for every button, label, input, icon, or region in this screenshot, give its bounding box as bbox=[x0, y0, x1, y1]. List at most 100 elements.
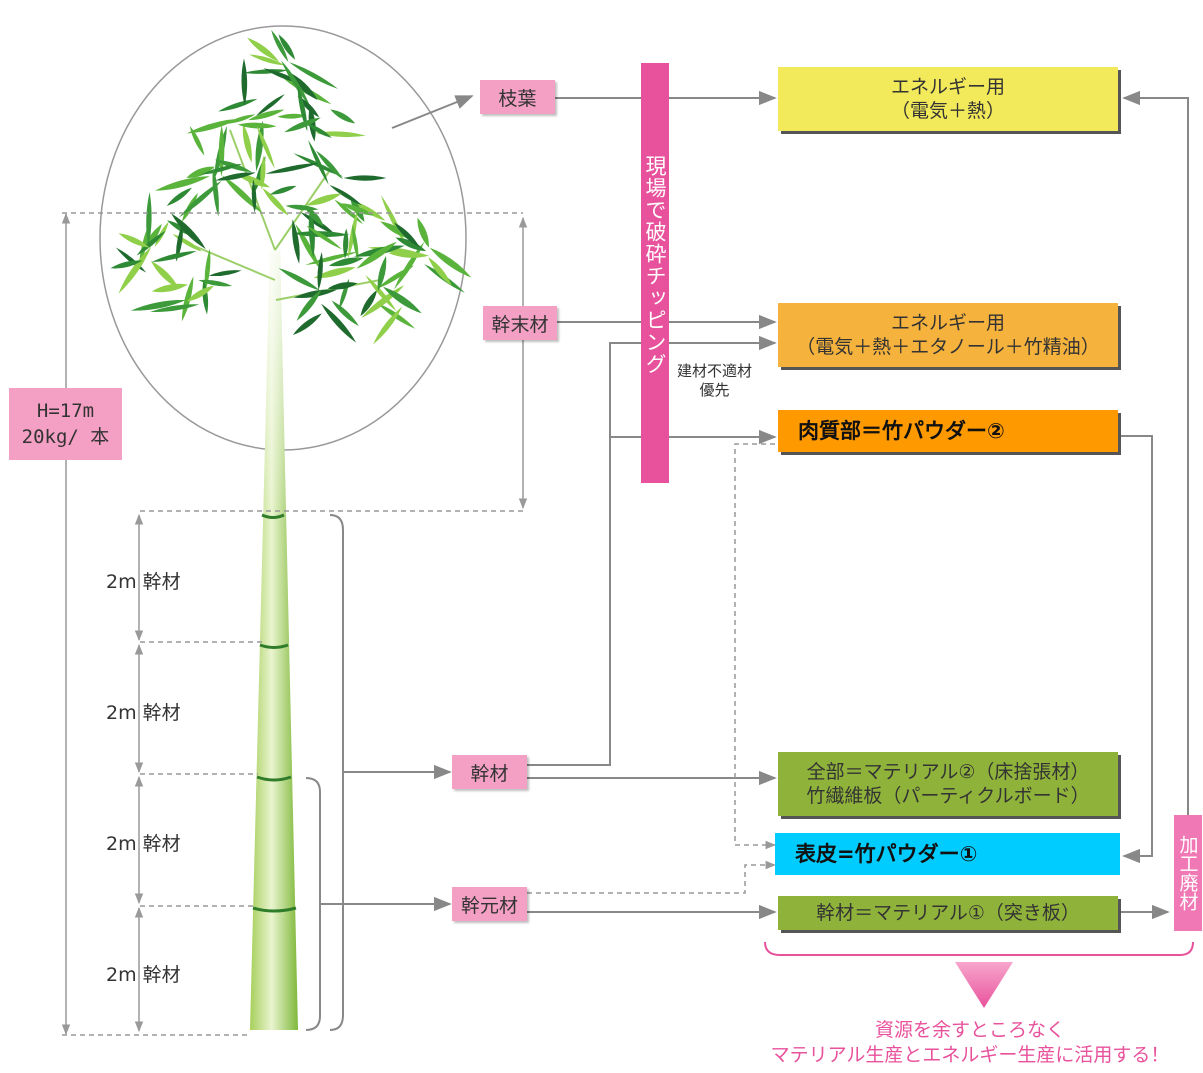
leaf bbox=[281, 60, 311, 107]
leaf bbox=[150, 304, 200, 313]
height-text: H=17m bbox=[36, 400, 95, 422]
leaf bbox=[186, 285, 214, 302]
leaves-label: 枝葉 bbox=[480, 80, 555, 114]
leaf bbox=[118, 246, 152, 294]
leaf bbox=[256, 94, 285, 116]
summary-line-2: マテリアル生産とエネルギー生産に活用する！ bbox=[770, 1044, 1170, 1066]
leaf bbox=[296, 289, 322, 321]
leaf bbox=[278, 34, 296, 60]
leaf bbox=[428, 257, 452, 286]
base-bracket bbox=[305, 777, 321, 1031]
energy-box-1-line-2: （電気＋熱） bbox=[890, 100, 1005, 122]
material-box-2: 全部＝マテリアル②（床捨張材） 竹繊維板（パーティクルボード） bbox=[778, 752, 1118, 816]
leaf bbox=[277, 113, 307, 119]
leaf bbox=[292, 313, 322, 335]
leaf bbox=[343, 175, 387, 181]
leaf bbox=[237, 122, 277, 129]
leaf bbox=[235, 173, 271, 188]
leaf bbox=[166, 187, 192, 206]
leaf bbox=[330, 109, 356, 124]
leaf bbox=[242, 123, 252, 163]
leaf bbox=[321, 303, 357, 343]
leaf bbox=[249, 54, 286, 66]
leaf bbox=[297, 85, 308, 132]
leaf bbox=[150, 260, 180, 289]
leaf bbox=[285, 204, 319, 211]
trunk-label: 幹材 bbox=[452, 755, 527, 789]
summary-text: 資源を余すところなく マテリアル生産とエネルギー生産に活用する！ bbox=[735, 1018, 1203, 1068]
leaf bbox=[365, 275, 397, 312]
leaf bbox=[376, 265, 415, 289]
leaf bbox=[278, 268, 321, 291]
segment-label-1: 2m 幹材 bbox=[106, 571, 181, 593]
leaf bbox=[327, 282, 358, 290]
leaf bbox=[293, 289, 337, 298]
leaf bbox=[306, 193, 342, 206]
segment-label-3: 2m 幹材 bbox=[106, 833, 181, 855]
bamboo-nodes bbox=[252, 513, 297, 913]
leaf bbox=[218, 98, 258, 112]
leaf bbox=[200, 163, 243, 175]
material-box-2-line-1: 全部＝マテリアル②（床捨張材） bbox=[806, 761, 1090, 783]
leaf bbox=[328, 257, 364, 267]
leaf bbox=[340, 203, 375, 216]
leaf bbox=[329, 184, 363, 206]
powder-box-1: 表皮=竹パウダー① bbox=[775, 833, 1120, 875]
leaf bbox=[331, 300, 359, 326]
leaf bbox=[179, 180, 222, 218]
leaf bbox=[212, 166, 219, 217]
leaf bbox=[316, 150, 343, 180]
note-line-1: 建材不適材 bbox=[677, 362, 753, 380]
leaf bbox=[292, 219, 300, 264]
leaf bbox=[260, 155, 266, 190]
leaf bbox=[304, 205, 324, 227]
unsuitable-material-note: 建材不適材 優先 bbox=[677, 362, 752, 400]
energy-box-1: エネルギー用 （電気＋熱） bbox=[778, 67, 1118, 131]
leaf bbox=[269, 185, 297, 195]
leaf bbox=[189, 126, 205, 156]
leaf bbox=[305, 123, 332, 138]
leaf bbox=[146, 191, 152, 248]
base-trunk-label: 幹元材 bbox=[452, 887, 527, 921]
segment-label-4: 2m 幹材 bbox=[106, 964, 181, 986]
leaf bbox=[226, 114, 256, 124]
leaf bbox=[186, 166, 215, 178]
leaf bbox=[262, 188, 289, 216]
energy-box-2-line-1: エネルギー用 bbox=[890, 312, 1005, 334]
energy-box-2: エネルギー用 （電気＋熱＋エタノール＋竹精油） bbox=[778, 303, 1118, 367]
trunk-bracket bbox=[329, 514, 344, 1031]
leaf bbox=[118, 233, 150, 248]
leaf bbox=[241, 58, 248, 106]
leaf bbox=[255, 120, 264, 172]
leaf bbox=[208, 270, 242, 277]
leaf bbox=[222, 175, 263, 214]
leaf bbox=[395, 237, 427, 252]
leaf bbox=[136, 230, 166, 256]
leaf bbox=[202, 279, 209, 315]
energy-box-2-line-2: （電気＋熱＋エタノール＋竹精油） bbox=[796, 336, 1100, 358]
leaf bbox=[382, 286, 422, 314]
leaf bbox=[394, 222, 420, 248]
leaf bbox=[352, 224, 359, 262]
energy-box-1-line-1: エネルギー用 bbox=[890, 76, 1005, 98]
leaf bbox=[315, 131, 366, 138]
material-box-2-line-2: 竹繊維板（パーティクルボード） bbox=[806, 785, 1090, 807]
leaf bbox=[176, 223, 183, 262]
leaf bbox=[271, 29, 289, 62]
summary-bracket bbox=[764, 941, 1194, 956]
leaf bbox=[377, 255, 387, 292]
leaf bbox=[130, 299, 187, 311]
tree-height-label: H=17m 20kg/ 本 bbox=[9, 388, 122, 460]
leaf bbox=[171, 213, 206, 250]
leaf bbox=[243, 69, 289, 74]
leaf bbox=[181, 276, 194, 322]
leaf bbox=[306, 225, 342, 250]
leaf bbox=[417, 217, 429, 248]
leaf bbox=[247, 37, 280, 62]
leaf bbox=[154, 176, 210, 191]
leaf bbox=[343, 228, 349, 259]
powder-box-2: 肉質部＝竹パウダー② bbox=[778, 410, 1118, 452]
chipping-process-bar: 現場で破砕チッピング bbox=[641, 63, 669, 483]
leaf bbox=[151, 283, 188, 293]
